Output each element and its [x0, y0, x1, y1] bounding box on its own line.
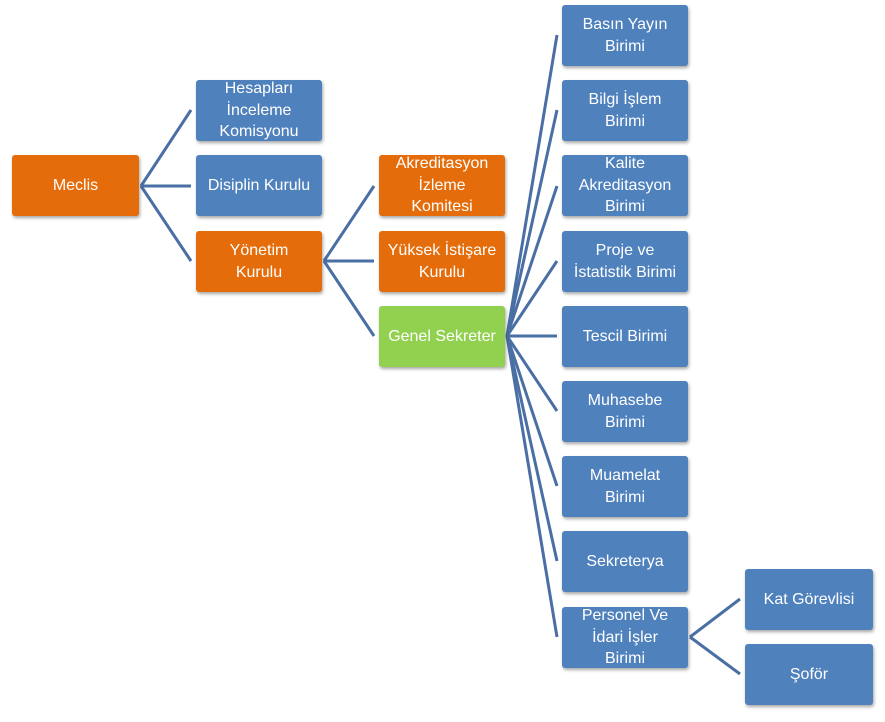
node-meclis: Meclis — [12, 155, 139, 216]
connector-personel-1 — [689, 635, 741, 676]
connector-yonetim-0 — [322, 185, 376, 262]
node-sekreterya: Sekreterya — [562, 531, 688, 592]
connector-yonetim-2 — [322, 260, 376, 337]
node-disiplin-kurulu: Disiplin Kurulu — [196, 155, 322, 216]
connector-genel-sekreter-7 — [505, 335, 559, 562]
connector-genel-sekreter-0 — [505, 34, 559, 337]
connector-genel-sekreter-2 — [505, 185, 559, 337]
node-genel-sekreter: Genel Sekreter — [379, 306, 505, 367]
node-kalite-akreditasyon-birimi: Kalite Akreditasyon Birimi — [562, 155, 688, 216]
connector-genel-sekreter-3 — [505, 260, 559, 337]
node-muhasebe-birimi: Muhasebe Birimi — [562, 381, 688, 442]
node-kat-gorevlisi: Kat Görevlisi — [745, 569, 873, 630]
connector-genel-sekreter-8 — [505, 335, 559, 638]
connector-meclis-0 — [139, 109, 193, 187]
node-bilgi-islem-birimi: Bilgi İşlem Birimi — [562, 80, 688, 141]
node-akreditasyon-izleme-komitesi: Akreditasyon İzleme Komitesi — [379, 155, 505, 216]
node-yuksek-istisare-kurulu: Yüksek İstişare Kurulu — [379, 231, 505, 292]
node-proje-istatistik-birimi: Proje ve İstatistik Birimi — [562, 231, 688, 292]
connector-genel-sekreter-6 — [505, 335, 559, 487]
node-tescil-birimi: Tescil Birimi — [562, 306, 688, 367]
connector-genel-sekreter-5 — [505, 335, 559, 412]
connector-meclis-2 — [139, 185, 193, 262]
node-sofor: Şoför — [745, 644, 873, 705]
connector-personel-0 — [689, 597, 741, 639]
connector-genel-sekreter-1 — [505, 109, 559, 337]
node-hesaplari-inceleme-komisyonu: Hesapları İnceleme Komisyonu — [196, 80, 322, 141]
node-personel-idari-isler-birimi: Personel Ve İdari İşler Birimi — [562, 607, 688, 668]
node-yonetim-kurulu: Yönetim Kurulu — [196, 231, 322, 292]
node-basin-yayin-birimi: Basın Yayın Birimi — [562, 5, 688, 66]
node-muamelat-birimi: Muamelat Birimi — [562, 456, 688, 517]
